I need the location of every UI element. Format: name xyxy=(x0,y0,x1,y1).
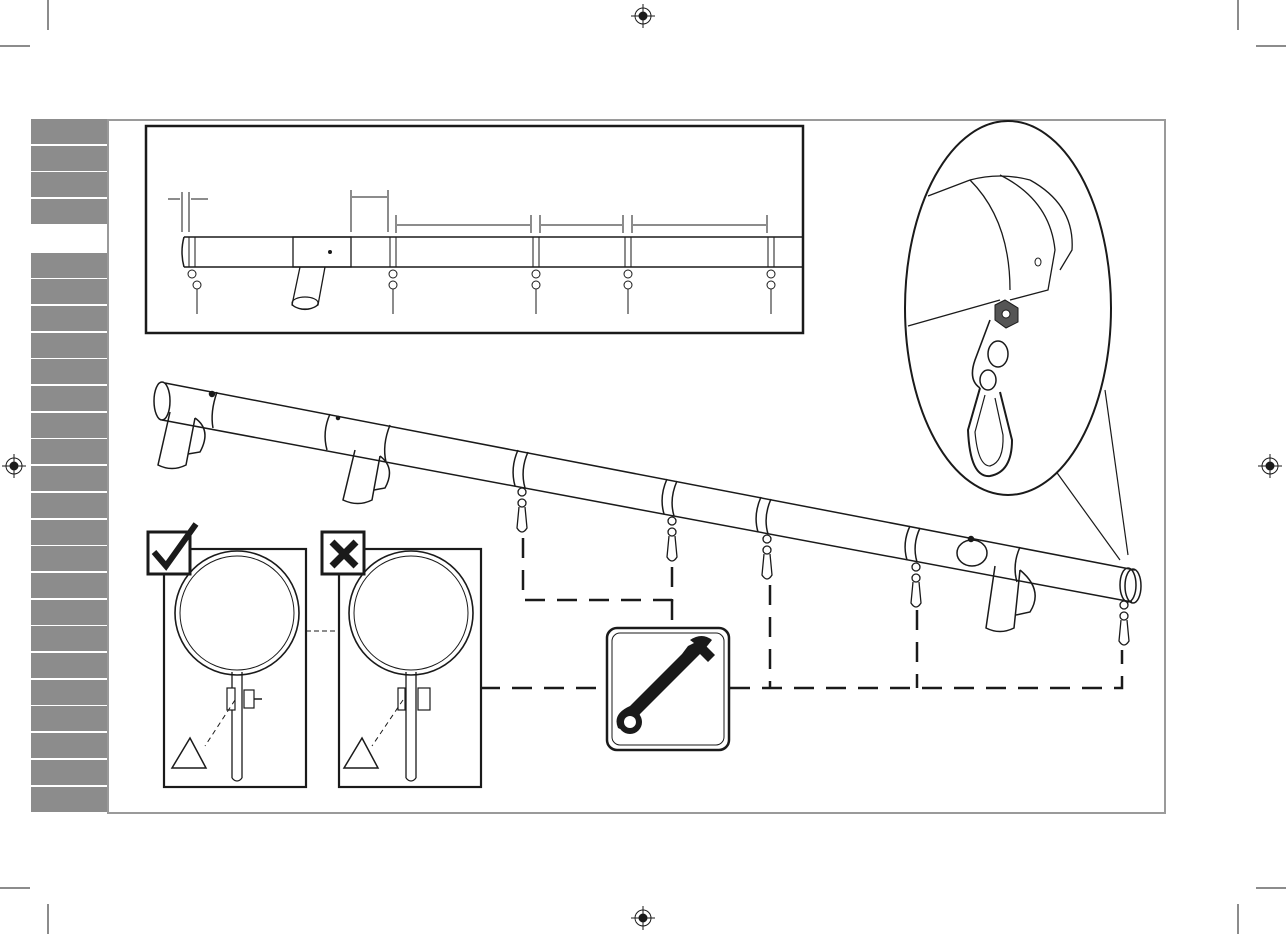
check-mark xyxy=(148,524,196,574)
cross-mark xyxy=(322,532,364,574)
inset-hanger xyxy=(532,237,540,314)
registration-mark-right xyxy=(1258,454,1282,478)
wrench-icon xyxy=(607,628,729,750)
inset-hanger xyxy=(624,237,632,314)
registration-mark-left xyxy=(2,454,26,478)
inset-hanger xyxy=(389,237,397,314)
incorrect-clamp-panel xyxy=(339,549,481,787)
registration-mark-top xyxy=(631,4,655,28)
inset-hanger xyxy=(767,237,775,314)
zoom-detail xyxy=(905,121,1128,560)
main-hooks xyxy=(517,488,1129,645)
correct-clamp-panel xyxy=(164,549,306,787)
dimension-lines xyxy=(168,190,767,233)
registration-mark-bottom xyxy=(631,906,655,930)
measurement-inset xyxy=(146,126,803,333)
inset-hanger xyxy=(188,237,201,314)
